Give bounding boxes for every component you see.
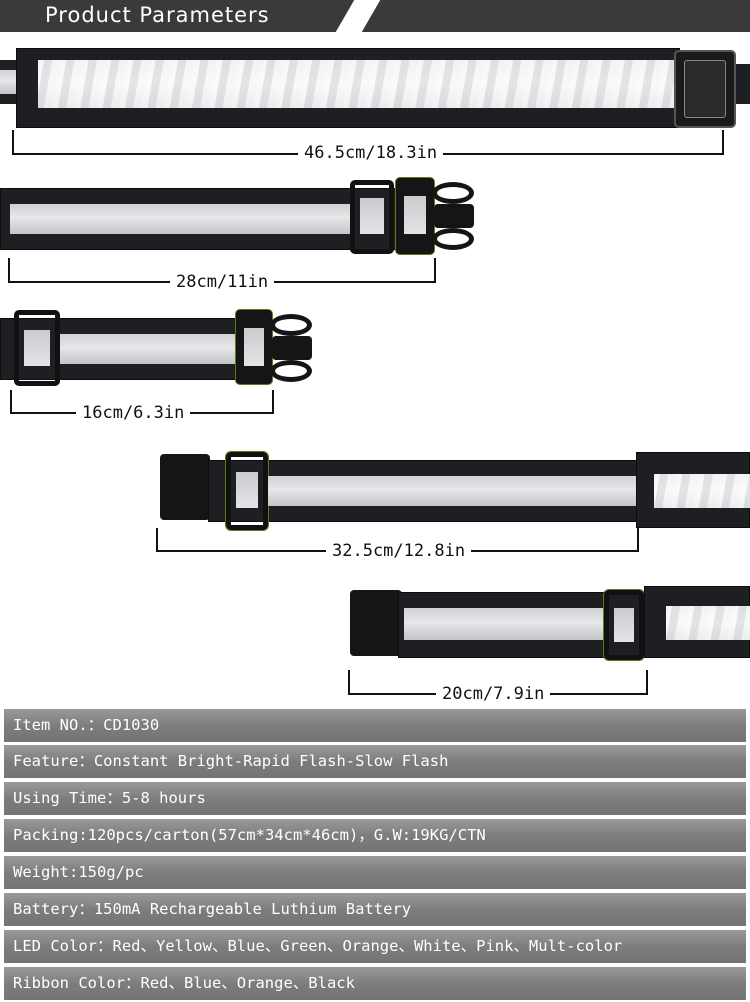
dimension-label-3: 16cm/6.3in bbox=[76, 403, 191, 423]
spec-item-number: Item NO.：CD1030 bbox=[4, 709, 746, 742]
page-title: Product Parameters bbox=[45, 3, 270, 27]
dimension-label-4: 32.5cm/12.8in bbox=[326, 541, 472, 561]
spec-led-color: LED Color：Red、Yellow、Blue、Green、Orange、W… bbox=[4, 930, 746, 963]
dimension-label-2: 28cm/11in bbox=[170, 272, 275, 292]
spec-packing: Packing:120pcs/carton(57cm*34cm*46cm)，G.… bbox=[4, 819, 746, 852]
spec-weight: Weight:150g/pc bbox=[4, 856, 746, 889]
spec-feature: Feature：Constant Bright-Rapid Flash-Slow… bbox=[4, 745, 746, 778]
spec-battery: Battery：150mA Rechargeable Luthium Batte… bbox=[4, 893, 746, 926]
spec-using-time: Using Time：5-8 hours bbox=[4, 782, 746, 815]
led-controller-icon bbox=[674, 50, 736, 128]
spec-ribbon-color: Ribbon Color：Red、Blue、Orange、Black bbox=[4, 967, 746, 1000]
dimension-label-1: 46.5cm/18.3in bbox=[298, 143, 444, 163]
dimension-label-5: 20cm/7.9in bbox=[436, 684, 551, 704]
